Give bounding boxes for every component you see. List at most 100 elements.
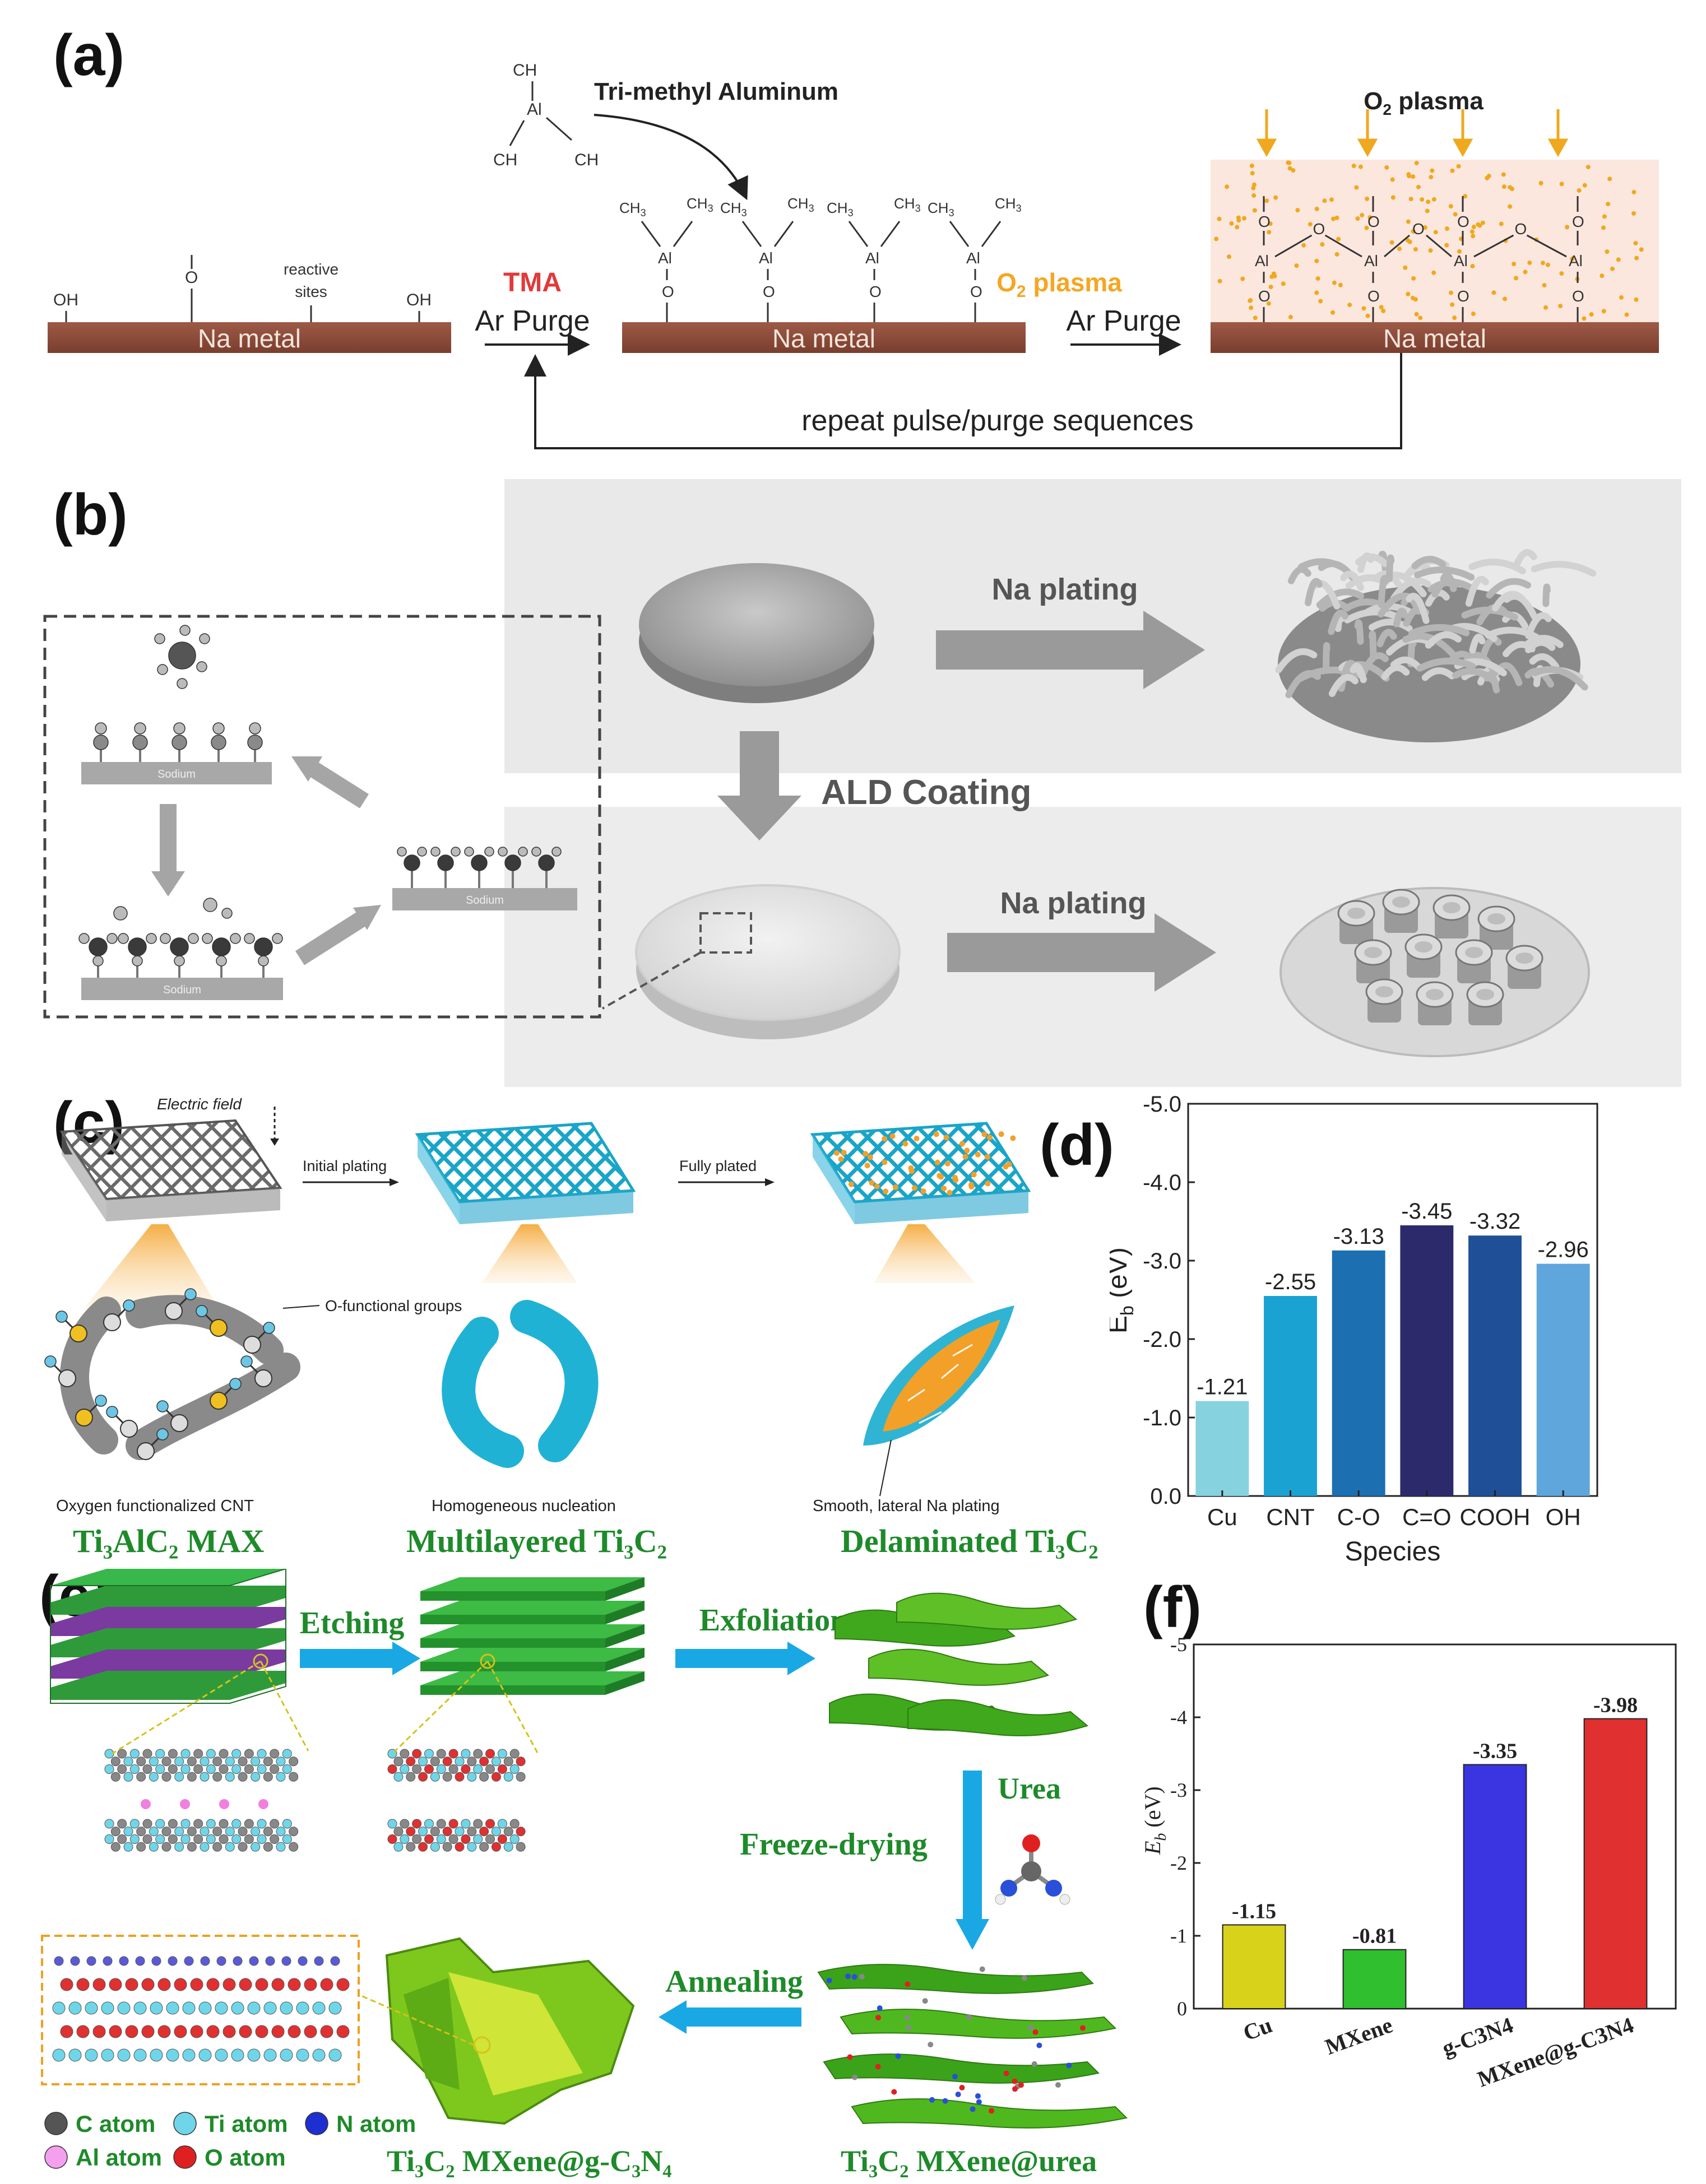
chart-d-value-label: -3.32: [1469, 1209, 1520, 1234]
chart-f-bar: [1463, 1764, 1527, 2009]
panel-c-diagram: Electric field Initial plating Fully pla…: [44, 1095, 1098, 1559]
panel-label-f: (f): [1143, 1575, 1202, 1640]
svg-text:O: O: [1367, 213, 1380, 230]
chart-f-xtick: g-C3N4: [1439, 2012, 1517, 2061]
initial-plating-label: Initial plating: [303, 1158, 387, 1174]
chart-f: 0-1-2-3-4-5-1.15Cu-0.81MXene-3.35g-C3N4-…: [1143, 1633, 1677, 2092]
nucleated-tube-2: [442, 1317, 524, 1468]
repeat-loop-arrow: [524, 353, 1402, 449]
svg-text:Al atom: Al atom: [76, 2144, 162, 2171]
chart-d-bar: [1332, 1250, 1385, 1496]
svg-text:C atom: C atom: [76, 2111, 155, 2137]
fully-plated-label: Fully plated: [679, 1158, 757, 1174]
zoom-box: [699, 912, 752, 954]
chart-f-bar: [1583, 1718, 1648, 2010]
svg-text:Al: Al: [1454, 252, 1468, 269]
chart-f-xtick: Cu: [1240, 2012, 1275, 2046]
svg-text:N atom: N atom: [336, 2111, 416, 2137]
repeat-label: repeat pulse/purge sequences: [801, 405, 1194, 437]
plating-arrow-1: [936, 630, 1143, 670]
svg-text:O: O: [1412, 220, 1425, 238]
chart-d-bar: [1400, 1225, 1454, 1496]
chart-d-ylabel: Eb (eV): [1110, 1247, 1137, 1333]
svg-text:O: O: [1367, 287, 1380, 305]
step2-o2: O2 plasma: [996, 268, 1122, 301]
chart-d-xtick: Cu: [1207, 1504, 1237, 1530]
chart-f-xtick: MXene: [1322, 2012, 1396, 2060]
plated-sodium: [883, 1319, 1000, 1432]
dendrite-growth: [1275, 549, 1597, 699]
svg-text:CH3: CH3: [995, 195, 1022, 214]
plasma-dots: [1214, 160, 1644, 321]
svg-text:O: O: [1258, 287, 1271, 305]
chart-d-value-label: -3.13: [1333, 1224, 1384, 1249]
oh-left: OH: [53, 291, 78, 309]
plasma-arrows: [1256, 109, 1569, 157]
zoom-cone-2: [482, 1224, 577, 1283]
chart-d-ytick: 0.0: [1150, 1484, 1181, 1509]
zoom-cone-3: [874, 1224, 975, 1283]
sodium-slab-1: [81, 762, 272, 784]
chart-f-value-label: -1.15: [1232, 1900, 1276, 1923]
uniform-na-deposits: [1337, 889, 1543, 1025]
chart-f-ytick: -4: [1170, 1706, 1187, 1728]
sodium-1: Sodium: [157, 768, 196, 780]
legend-atom-1: [173, 2112, 197, 2135]
inset-box: [43, 615, 601, 1019]
plating-arrow-2: [947, 933, 1155, 972]
sodium-2: Sodium: [163, 984, 201, 996]
plasma-region: [1211, 160, 1659, 322]
svg-text:O: O: [970, 283, 982, 300]
chart-d-ytick: -3.0: [1143, 1249, 1181, 1274]
chart-d-xtick: C=O: [1402, 1504, 1452, 1530]
chart-d-xtick: C-O: [1337, 1504, 1380, 1530]
svg-text:O: O: [1572, 213, 1584, 230]
chart-f-frame: [1193, 1643, 1677, 2010]
svg-text:CH3: CH3: [928, 199, 954, 219]
chart-d: 0.0-1.0-2.0-3.0-4.0-5.0-1.21Cu-2.55CNT-3…: [1110, 1092, 1598, 1567]
tma-ch3-top: CH: [513, 61, 537, 80]
legend-atom-3: [44, 2145, 68, 2169]
chart-d-ytick: -1.0: [1143, 1406, 1181, 1430]
bare-disc: [639, 563, 874, 686]
chart-f-bar: [1342, 1949, 1407, 2010]
reactive-line1: reactive: [284, 261, 339, 278]
na-metal-2: Na metal: [772, 324, 875, 353]
nucleated-tube-1: [510, 1300, 599, 1462]
chart-d-bar: [1195, 1401, 1249, 1496]
caption-cnt: Oxygen functionalized CNT: [56, 1497, 254, 1515]
chart-d-xtick: COOH: [1460, 1504, 1531, 1530]
urea-label: Urea: [998, 1772, 1061, 1805]
title-composite: Ti₃C₂ MXene@g-C₃N₄: [387, 2144, 671, 2178]
svg-text:Al: Al: [1364, 252, 1378, 269]
title-multilayer: Multilayered Ti₃C₂: [406, 1523, 667, 1559]
svg-text:O: O: [662, 283, 674, 300]
svg-text:Al: Al: [1569, 252, 1583, 269]
panel-a-diagram: CH Al CH CH Tri-methyl Aluminum Na metal…: [48, 61, 1659, 449]
metal-slab-2: [622, 322, 1026, 353]
lattice-inset: [41, 1935, 360, 2085]
electric-field-label: Electric field: [157, 1095, 242, 1113]
chart-d-value-label: -1.21: [1197, 1375, 1248, 1400]
ald-label: ALD Coating: [821, 773, 1031, 812]
svg-text:CH3: CH3: [894, 195, 921, 214]
step1-purge: Ar Purge: [475, 305, 590, 337]
tma-arrow: [594, 114, 748, 201]
panel-b-diagram: Na plating ALD Coating Na plating Sodium…: [43, 479, 1681, 1087]
chart-f-ylabel: Eb (eV): [1143, 1786, 1170, 1855]
reactive-line2: sites: [295, 283, 327, 300]
o-groups-label: O-functional groups: [325, 1297, 462, 1314]
chart-d-xtick: OH: [1546, 1504, 1581, 1530]
chart-d-ytick: -4.0: [1143, 1170, 1181, 1195]
chart-d-xtick: CNT: [1266, 1504, 1314, 1530]
panel-label-d: (d): [1040, 1113, 1114, 1178]
title-urea: Ti₃C₂ MXene@urea: [841, 2144, 1097, 2178]
svg-text:Al: Al: [658, 249, 672, 267]
etching-label: Etching: [300, 1606, 405, 1641]
svg-text:Al: Al: [759, 249, 773, 267]
chart-d-bar: [1536, 1263, 1590, 1496]
chart-f-value-label: -3.35: [1473, 1740, 1517, 1763]
